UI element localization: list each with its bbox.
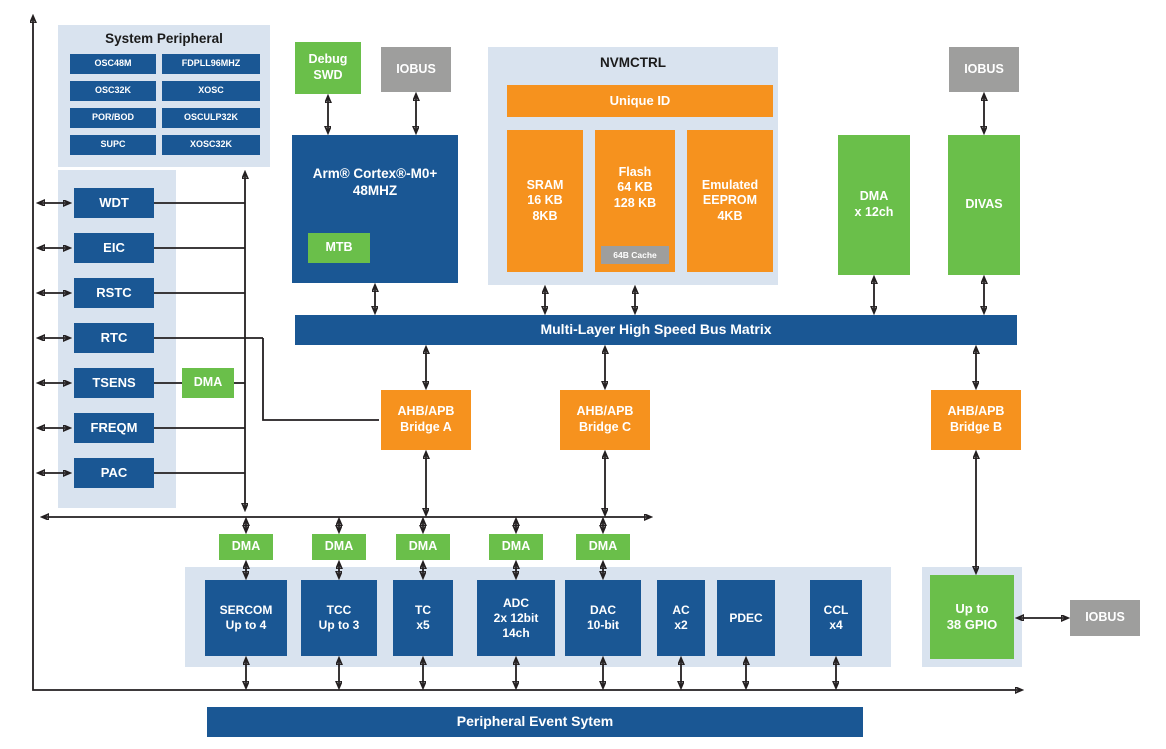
dma-row-block-1: DMA xyxy=(219,534,273,560)
bridge-b-block: AHB/APB Bridge B xyxy=(931,390,1021,450)
block-eic: EIC xyxy=(74,233,154,263)
iobus-top-right-block: IOBUS xyxy=(949,47,1019,92)
block-debug-swd: Debug SWD xyxy=(295,42,361,94)
block-fdpll96mhz: FDPLL96MHZ xyxy=(162,54,260,74)
bus-matrix-bar: Multi-Layer High Speed Bus Matrix xyxy=(295,315,1017,345)
peripheral-ac-block: AC x2 xyxy=(657,580,705,656)
dma-row-block-2: DMA xyxy=(312,534,366,560)
peripheral-sercom-block: SERCOM Up to 4 xyxy=(205,580,287,656)
system-peripheral-title: System Peripheral xyxy=(105,30,223,46)
dma-12ch-block: DMA x 12ch xyxy=(838,135,910,275)
nvmctrl-title: NVMCTRL xyxy=(600,54,666,70)
block-tsens: TSENS xyxy=(74,368,154,398)
block-osc48m: OSC48M xyxy=(70,54,156,74)
divas-block: DIVAS xyxy=(948,135,1020,275)
block-pac: PAC xyxy=(74,458,154,488)
block-freqm: FREQM xyxy=(74,413,154,443)
dma-row-block-5: DMA xyxy=(576,534,630,560)
block-osculp32k: OSCULP32K xyxy=(162,108,260,128)
unique-id-block: Unique ID xyxy=(507,85,773,117)
peripheral-adc-block: ADC 2x 12bit 14ch xyxy=(477,580,555,656)
event-system-bar: Peripheral Event Sytem xyxy=(207,707,863,737)
iobus-top-left-block: IOBUS xyxy=(381,47,451,92)
block-supc: SUPC xyxy=(70,135,156,155)
peripheral-ccl-block: CCL x4 xyxy=(810,580,862,656)
dma-row-block-3: DMA xyxy=(396,534,450,560)
peripheral-pdec-block: PDEC xyxy=(717,580,775,656)
bridge-c-block: AHB/APB Bridge C xyxy=(560,390,650,450)
block-rtc: RTC xyxy=(74,323,154,353)
cache-block: 64B Cache xyxy=(601,246,669,264)
block-rstc: RSTC xyxy=(74,278,154,308)
eeprom-block: Emulated EEPROM 4KB xyxy=(687,130,773,272)
peripheral-tcc-block: TCC Up to 3 xyxy=(301,580,377,656)
block-dma-tsens: DMA xyxy=(182,368,234,398)
block-xosc: XOSC xyxy=(162,81,260,101)
peripheral-tc-block: TC x5 xyxy=(393,580,453,656)
gpio-block: Up to 38 GPIO xyxy=(930,575,1014,659)
block-por-bod: POR/BOD xyxy=(70,108,156,128)
iobus-gpio-block: IOBUS xyxy=(1070,600,1140,636)
block-xosc32k: XOSC32K xyxy=(162,135,260,155)
mtb-block: MTB xyxy=(308,233,370,263)
dma-row-block-4: DMA xyxy=(489,534,543,560)
block-osc32k: OSC32K xyxy=(70,81,156,101)
bridge-a-block: AHB/APB Bridge A xyxy=(381,390,471,450)
peripheral-dac-block: DAC 10-bit xyxy=(565,580,641,656)
block-wdt: WDT xyxy=(74,188,154,218)
sram-block: SRAM 16 KB 8KB xyxy=(507,130,583,272)
